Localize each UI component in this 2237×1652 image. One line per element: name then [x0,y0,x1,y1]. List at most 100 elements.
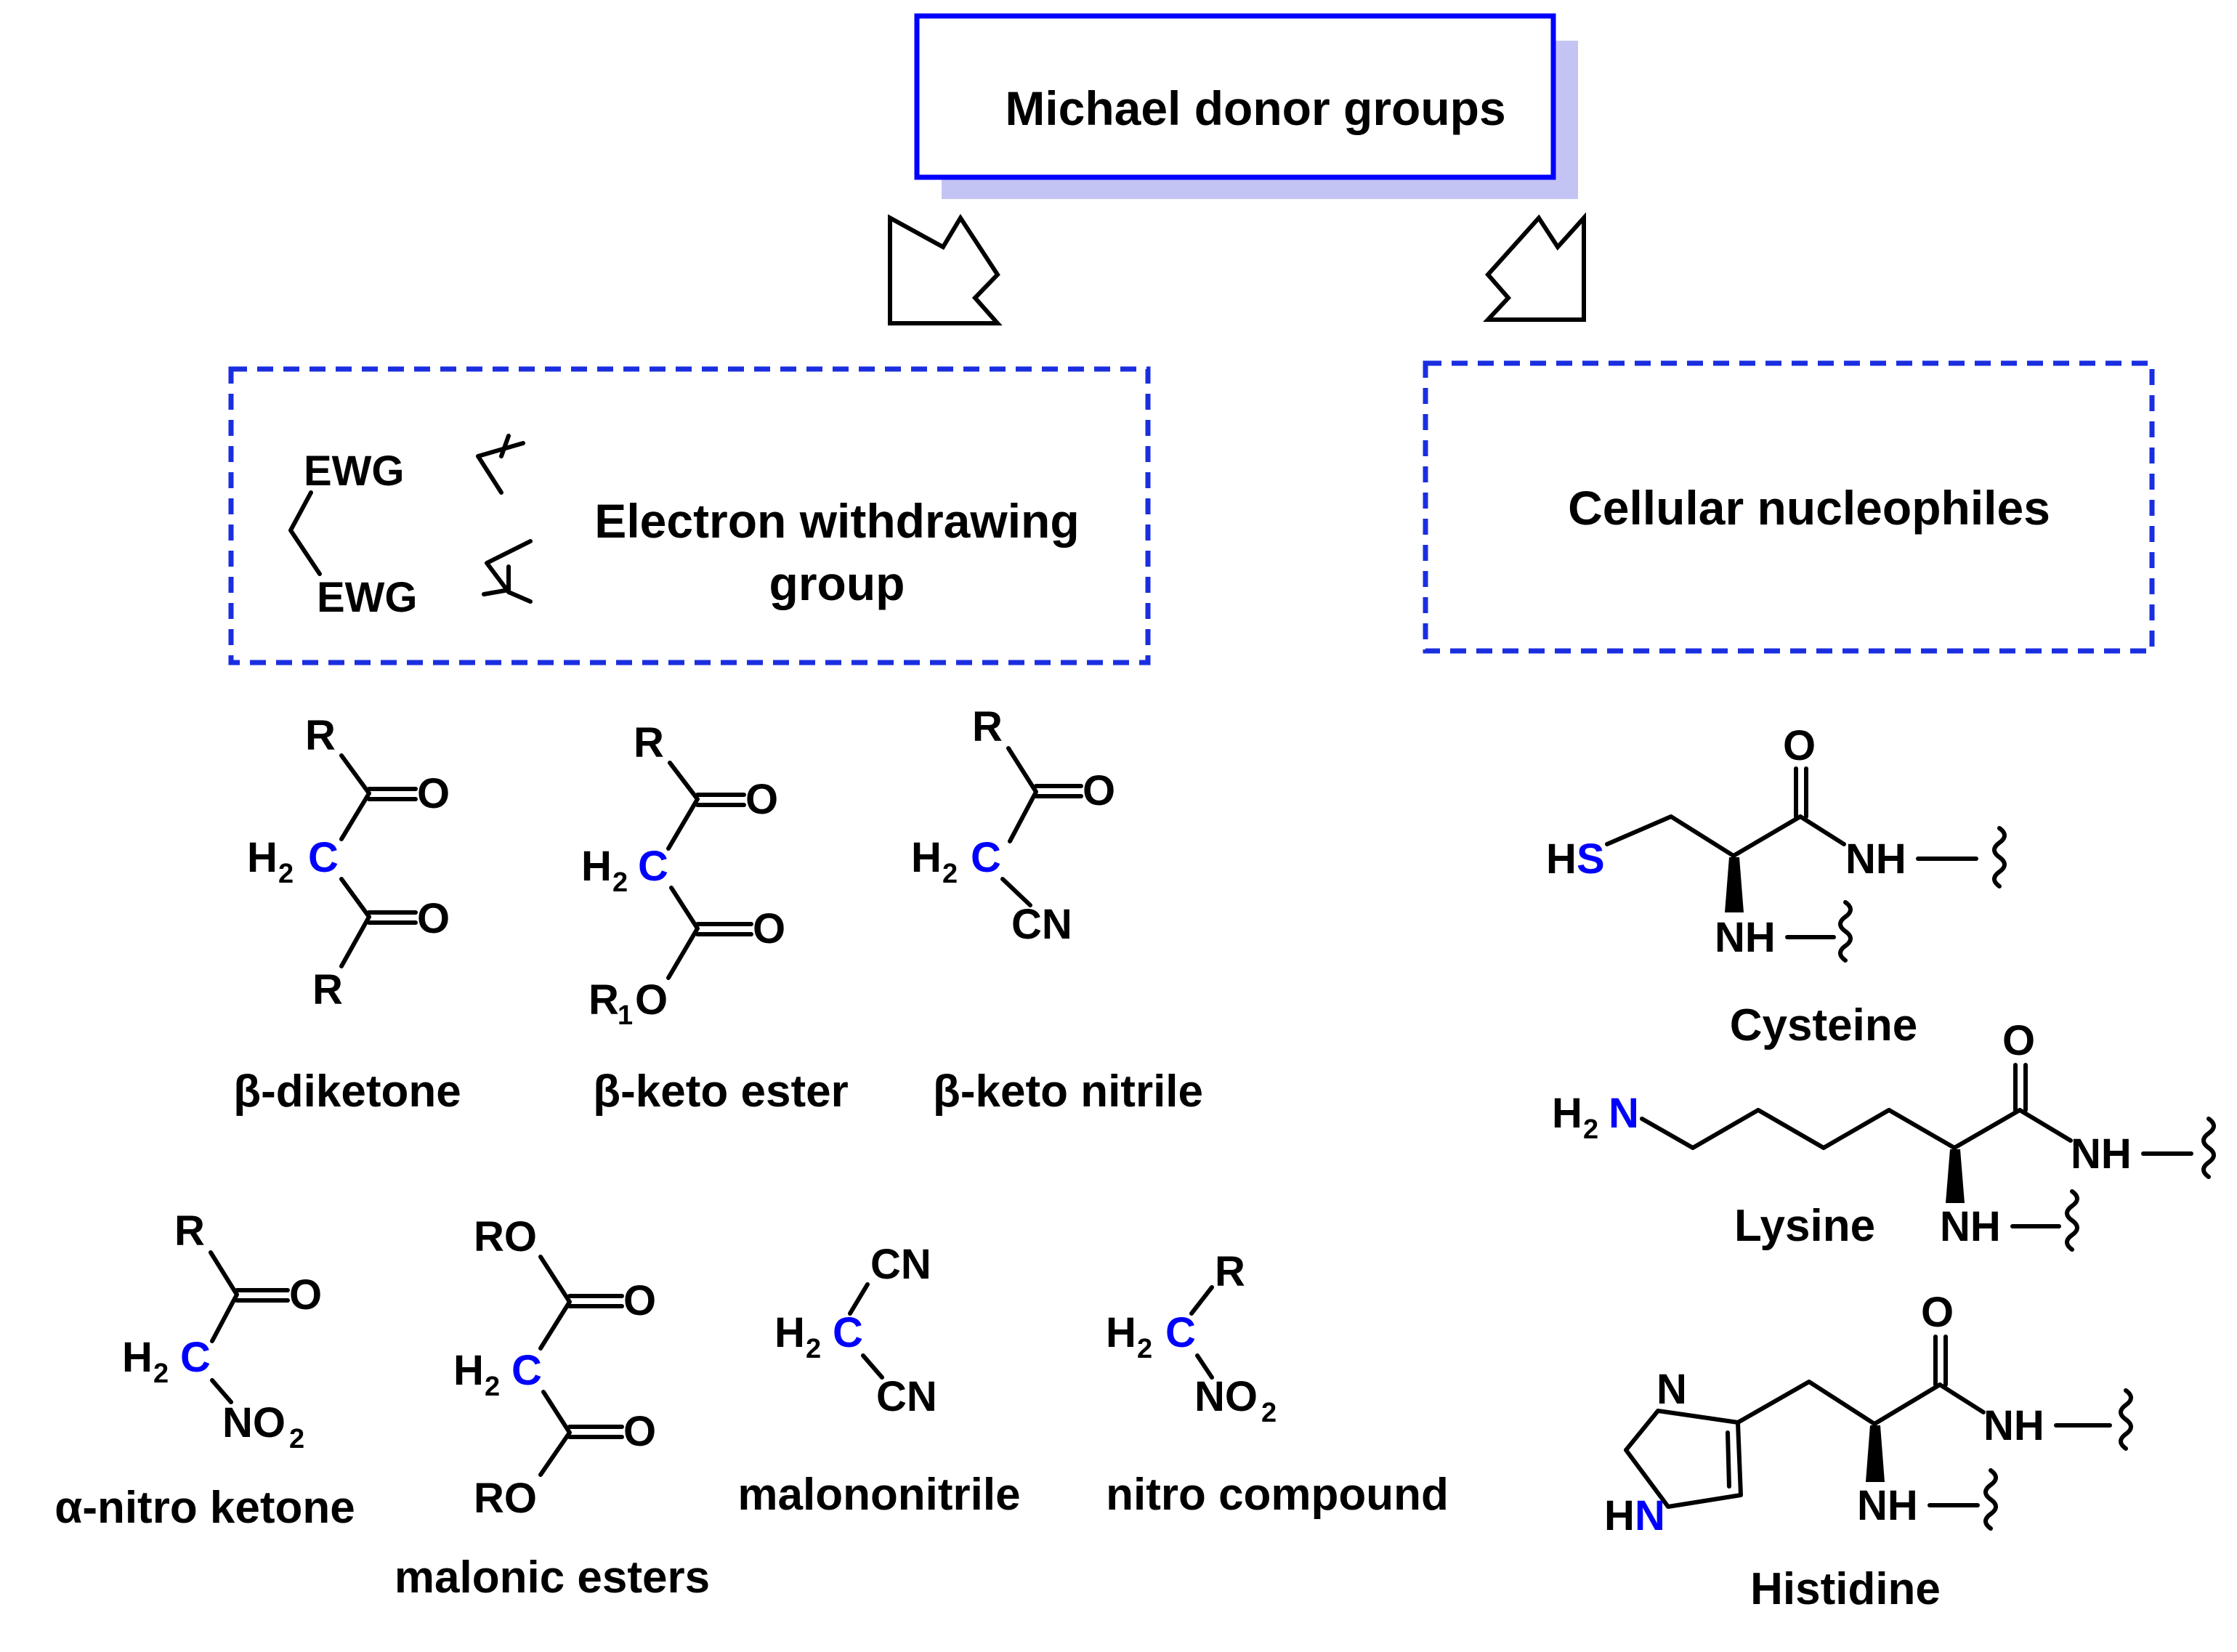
subscript-1: 1 [618,1000,633,1031]
atom-r: R [972,703,1003,750]
atom-o: O [623,1408,656,1455]
nucleophile-panel-border [1423,360,2155,654]
caption-nitro-compound: nitro compound [1106,1470,1449,1520]
atom-r: R [1215,1248,1245,1295]
atom-h: H [1106,1309,1136,1356]
caption-beta-diketone: β-diketone [233,1066,461,1117]
title-box: Michael donor groups [914,13,1578,199]
atom-no: NO [222,1399,286,1446]
atom-cn: CN [876,1373,937,1420]
subscript-2: 2 [289,1424,304,1454]
subscript-2: 2 [942,859,958,889]
atom-o: O [1783,722,1816,769]
atom-n: N [1635,1492,1665,1539]
atom-h: H [1604,1492,1635,1539]
atom-s: S [1577,835,1605,883]
atom-o: O [2002,1017,2035,1064]
atom-o: O [753,905,785,952]
atom-o: O [417,770,450,817]
wavy-bond-icon [2201,1117,2216,1179]
atom-o: O [623,1277,656,1324]
caption-beta-keto-nitrile: β-keto nitrile [933,1066,1203,1117]
atom-nh: NH [1940,1203,2001,1250]
atom-h: H [453,1347,484,1394]
atom-no: NO [1194,1373,1258,1420]
caption-cysteine: Cysteine [1730,1000,1917,1050]
wavy-bond-icon [1992,826,2007,888]
ewg-chain-bond [288,490,322,576]
atom-c-alpha: C [180,1334,211,1381]
ewg-top-pointer-icon [476,434,525,495]
subscript-2: 2 [485,1372,500,1402]
atom-nh: NH [2071,1130,2132,1178]
wavy-bond-icon [2119,1388,2133,1451]
subscript-2: 2 [1261,1398,1277,1428]
caption-malonic-esters: malonic esters [395,1552,710,1603]
atom-h: H [122,1334,153,1381]
malononitrile-structure: CN H 2 C CN [774,1241,937,1420]
atom-o: O [745,776,778,823]
ewg-label-line2: group [769,556,905,610]
ewg-bottom-label: EWG [317,574,418,621]
atom-o: O [417,895,450,942]
atom-h: H [1546,835,1577,883]
nucleophile-label: Cellular nucleophiles [1568,481,2050,535]
nucleophile-panel: Cellular nucleophiles [1423,360,2155,654]
left-down-arrow-icon [888,214,1003,325]
atom-n: N [1609,1090,1639,1137]
atom-c-alpha: C [833,1309,863,1356]
atom-cn: CN [870,1241,931,1288]
atom-r1: R [588,976,619,1024]
nitro-compound-structure: R H 2 C NO 2 [1106,1248,1277,1428]
ewg-label-line1: Electron withdrawing [594,494,1079,548]
title-box-frame [914,13,1556,180]
atom-r: R [634,719,664,766]
subscript-2: 2 [806,1334,821,1364]
atom-cn: CN [1011,901,1072,948]
caption-lysine: Lysine [1734,1201,1875,1251]
ewg-bottom-pointer-icon [482,539,533,604]
atom-c-alpha: C [511,1347,542,1394]
wavy-bond-icon [1838,900,1853,963]
ewg-panel: EWG EWG Electron withdrawing group [228,366,1151,665]
atom-h: H [247,834,278,881]
atom-c-alpha: C [971,834,1001,881]
atom-h: H [1552,1090,1582,1137]
atom-c-alpha: C [1165,1309,1196,1356]
cysteine-structure: H S O NH NH [1546,722,2007,963]
atom-nh: NH [1983,1402,2044,1449]
subscript-2: 2 [153,1359,169,1389]
wavy-bond-icon [2065,1189,2079,1252]
page-title: Michael donor groups [1005,81,1505,135]
atom-nh: NH [1857,1482,1918,1529]
caption-alpha-nitro-ketone: α-nitro ketone [54,1483,355,1533]
atom-nh: NH [1845,835,1906,883]
atom-nh: NH [1715,914,1776,961]
subscript-2: 2 [612,867,628,898]
alpha-nitro-ketone-structure: R O H 2 C NO 2 [122,1207,322,1454]
ewg-panel-border [228,366,1151,665]
beta-keto-nitrile-structure: R O H 2 C CN [911,703,1115,948]
atom-o: O [1921,1289,1954,1336]
caption-beta-keto-ester: β-keto ester [593,1066,848,1117]
atom-o: O [635,976,668,1024]
atom-h: H [581,843,612,890]
wavy-bond-icon [1983,1468,1998,1531]
atom-r: R [312,966,343,1013]
atom-ro: RO [474,1475,537,1522]
subscript-2: 2 [1583,1114,1598,1145]
subscript-2: 2 [1137,1334,1152,1364]
subscript-2: 2 [278,859,294,889]
atom-r: R [174,1207,205,1255]
malonic-esters-structure: RO O H 2 C O RO [453,1213,656,1522]
atom-c-alpha: C [308,834,339,881]
ewg-top-label: EWG [304,448,405,495]
atom-h: H [774,1309,805,1356]
atom-o: O [1083,767,1115,814]
caption-malononitrile: malononitrile [737,1470,1020,1520]
right-down-arrow-icon [1483,212,1586,322]
atom-ro: RO [474,1213,537,1260]
atom-o: O [289,1271,322,1319]
